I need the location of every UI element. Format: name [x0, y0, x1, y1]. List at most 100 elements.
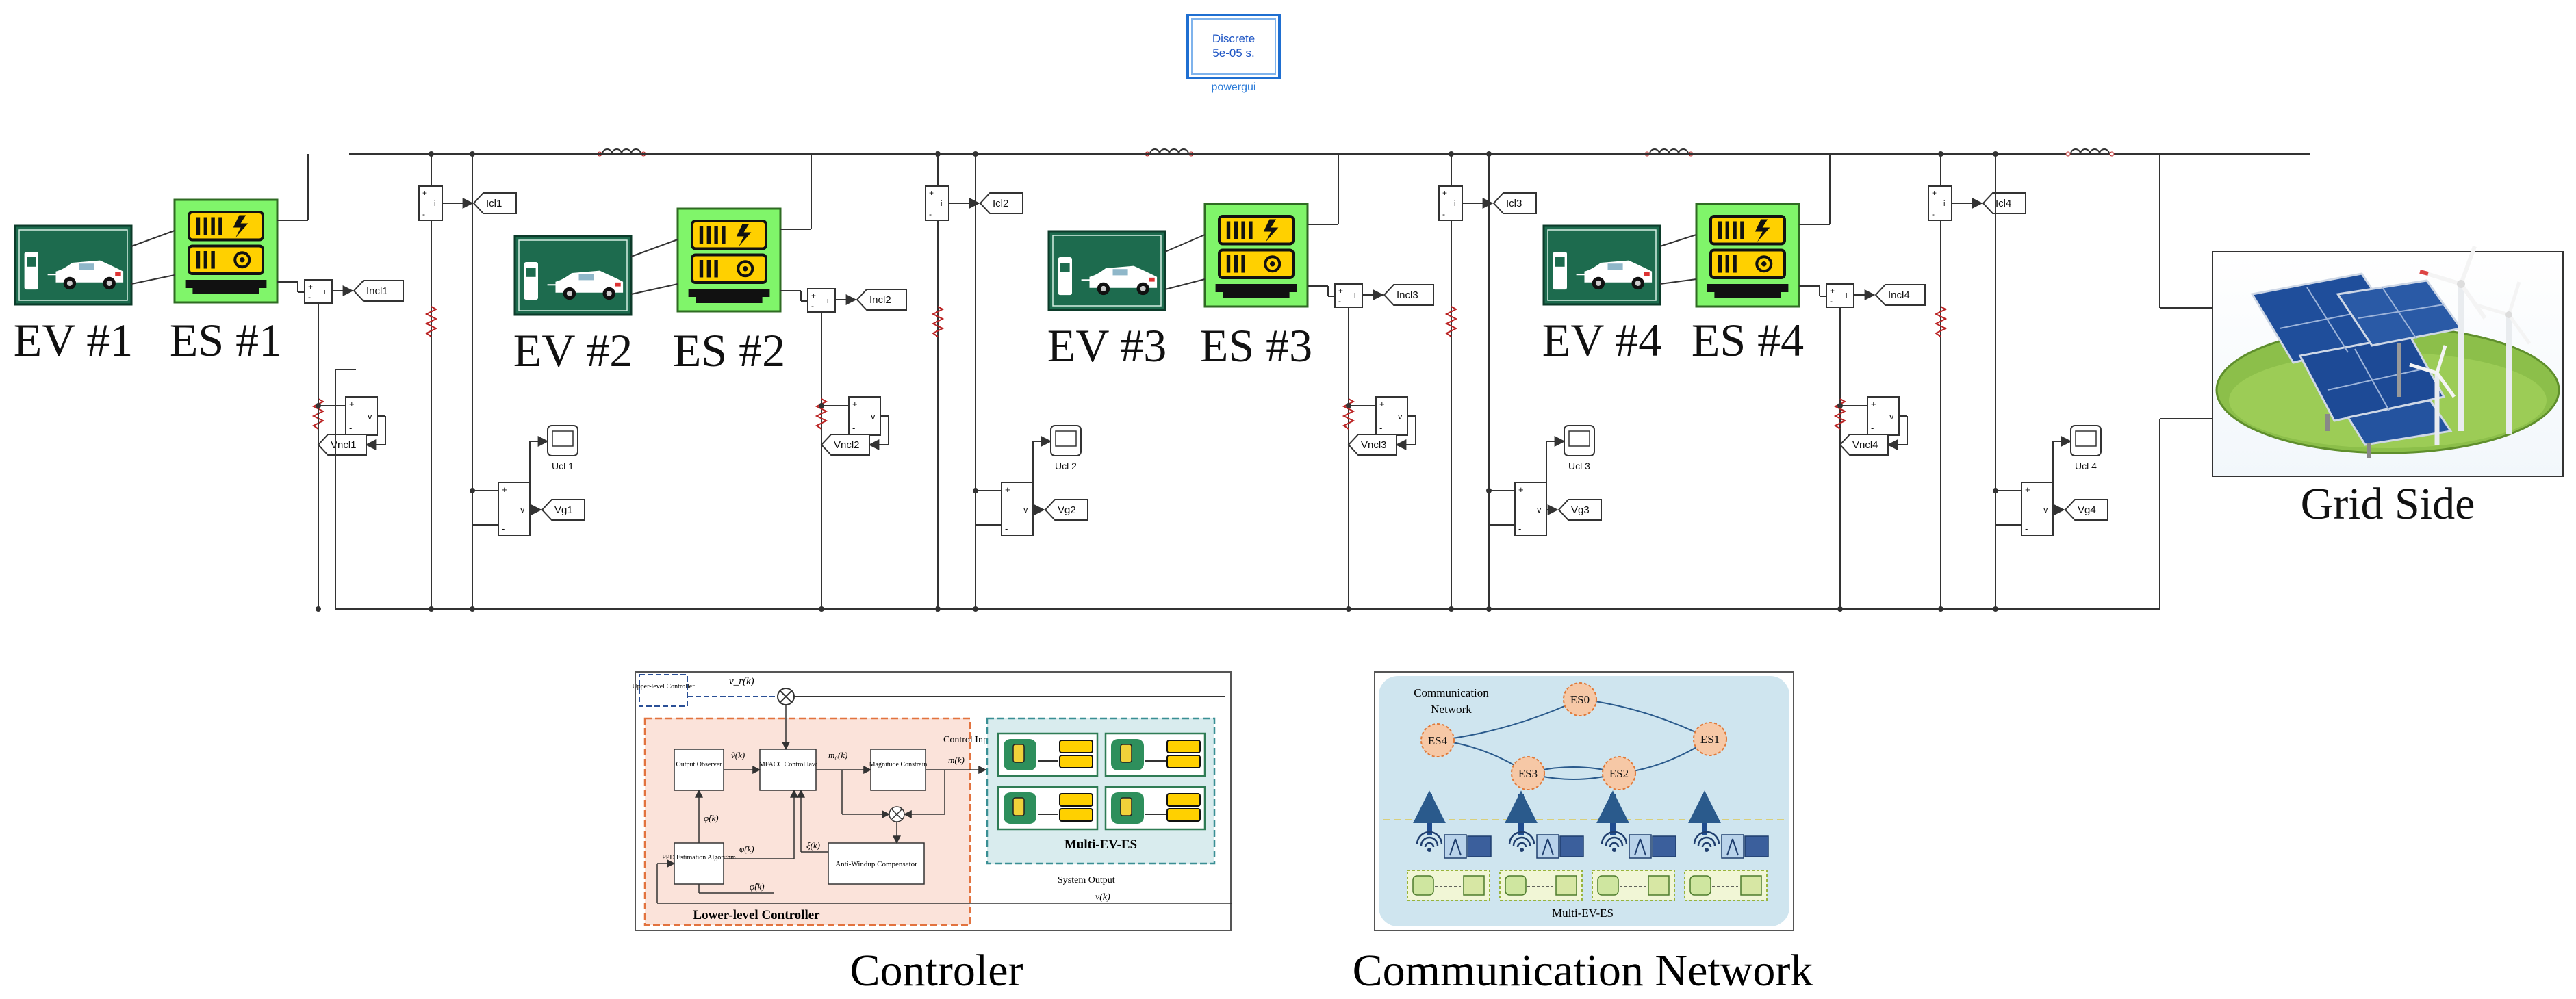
svg-text:-: - [1338, 296, 1341, 306]
vncl-2-sensor[interactable]: +-v [848, 396, 881, 436]
incl-3-goto[interactable]: Incl3 [1383, 284, 1434, 306]
svg-text:+: + [1518, 484, 1524, 495]
comm-node-es4[interactable]: ES4 [1420, 723, 1455, 757]
controller-caption: Controler [850, 946, 1023, 996]
svg-text:-: - [1932, 209, 1935, 219]
resistor-4 [1934, 287, 1948, 356]
svg-text:i: i [1454, 200, 1455, 208]
incl-1-sensor[interactable]: +-i [304, 279, 333, 304]
es-4-icon[interactable] [1695, 203, 1800, 308]
antiwindup-block [828, 842, 925, 885]
es-2-icon[interactable] [676, 207, 782, 313]
vg-2-sensor[interactable]: +-v [1001, 482, 1034, 536]
svg-text:i: i [434, 200, 435, 208]
vncl-3-goto[interactable]: Vncl3 [1347, 434, 1397, 456]
powergui-sample-time: 5e-05 s. [1212, 47, 1254, 60]
output-observer-block [674, 749, 724, 791]
vg-1-goto[interactable]: Vg1 [541, 499, 585, 521]
vncl-2-goto[interactable]: Vncl2 [820, 434, 870, 456]
es-1-label: ES #1 [170, 314, 282, 366]
comm-node-label: ES1 [1700, 733, 1720, 746]
icl-1-sensor[interactable]: +-i [418, 185, 443, 221]
magnitude-label: Magnitude Constrain [869, 761, 928, 768]
ucl-2-scope[interactable]: Ucl 2 [1050, 425, 1082, 471]
es-3-icon[interactable] [1203, 203, 1309, 308]
icl-4-goto-label: Icl4 [1995, 198, 2011, 209]
inductor-3 [1644, 148, 1694, 157]
multi-ev-es-tile-2 [1104, 732, 1206, 777]
es-4-label: ES #4 [1692, 314, 1804, 366]
controller-figure: Upper-level Controller v_r(k) Lower-leve… [632, 671, 1232, 996]
incl-1-goto-label: Incl1 [366, 285, 388, 297]
vncl-1-goto-label: Vncl1 [331, 439, 357, 451]
ev-1-label: EV #1 [14, 314, 133, 366]
vk-signal: v(k) [1095, 892, 1110, 903]
ucl-1-scope[interactable]: Ucl 1 [547, 425, 578, 471]
ucl-4-scope[interactable]: Ucl 4 [2070, 425, 2102, 471]
icl-4-goto[interactable]: Icl4 [1982, 192, 2026, 214]
incl-2-goto[interactable]: Incl2 [856, 289, 907, 311]
vncl-3-goto-label: Vncl3 [1361, 439, 1387, 451]
svg-text:+: + [2025, 484, 2030, 495]
svg-text:+: + [1005, 484, 1010, 495]
incl-3-sensor[interactable]: +-i [1334, 283, 1363, 308]
grid-side-block[interactable]: Grid Side [2122, 153, 2564, 609]
comm-node-es0[interactable]: ES0 [1563, 682, 1597, 716]
vg-4-goto[interactable]: Vg4 [2064, 499, 2108, 521]
comm-title-line1: Communication [1414, 686, 1489, 699]
svg-text:-: - [1005, 523, 1008, 534]
icl-3-goto[interactable]: Icl3 [1492, 192, 1537, 214]
vncl-3-sensor[interactable]: +-v [1375, 396, 1408, 436]
vncl-1-sensor[interactable]: +-v [345, 396, 378, 436]
system-output-label: System Output [1058, 875, 1115, 885]
svg-text:i: i [941, 200, 942, 208]
ucl-2-scope-label: Ucl 2 [1055, 460, 1077, 471]
incl-2-sensor[interactable]: +-i [807, 288, 836, 313]
vg-2-goto[interactable]: Vg2 [1044, 499, 1088, 521]
multi-ev-es-tile-3 [997, 786, 1099, 831]
icl-2-goto[interactable]: Icl2 [979, 192, 1023, 214]
comm-node-es2[interactable]: ES2 [1602, 756, 1636, 790]
incl-4-sensor[interactable]: +-i [1826, 283, 1854, 308]
svg-text:v: v [871, 411, 876, 421]
powergui-block[interactable]: Discrete 5e-05 s. powergui [1186, 14, 1281, 93]
ev-3-icon[interactable] [1047, 230, 1166, 311]
inductor-1 [597, 148, 646, 157]
ev-4-icon[interactable] [1542, 224, 1661, 306]
icl-1-goto[interactable]: Icl1 [472, 192, 517, 214]
ucl-1-scope-label: Ucl 1 [552, 460, 574, 471]
phi3-signal: φ̂(k) [750, 881, 765, 892]
vg-3-sensor[interactable]: +-v [1514, 482, 1547, 536]
vg-4-sensor[interactable]: +-v [2021, 482, 2054, 536]
vr-signal: v_r(k) [729, 676, 754, 687]
ucl-3-scope-label: Ucl 3 [1568, 460, 1590, 471]
comm-node-es1[interactable]: ES1 [1693, 722, 1727, 756]
vncl-1-goto[interactable]: Vncl1 [317, 434, 367, 456]
icl-2-sensor[interactable]: +-i [925, 185, 949, 221]
vncl-4-sensor[interactable]: +-v [1867, 396, 1900, 436]
svg-text:-: - [1830, 296, 1833, 306]
icl-2-goto-label: Icl2 [993, 198, 1008, 209]
incl-2-goto-label: Incl2 [869, 294, 891, 306]
comm-unit-4 [1684, 831, 1769, 901]
es-1-icon[interactable] [173, 198, 279, 304]
vhat-signal: v̂(k) [731, 750, 745, 760]
incl-1-goto[interactable]: Incl1 [353, 280, 404, 302]
vncl-4-goto[interactable]: Vncl4 [1839, 434, 1889, 456]
incl-4-goto[interactable]: Incl4 [1874, 284, 1926, 306]
comm-node-label: ES3 [1518, 767, 1538, 780]
vg-3-goto[interactable]: Vg3 [1557, 499, 1602, 521]
ev-1-icon[interactable] [14, 224, 133, 306]
grid-side-label: Grid Side [2301, 479, 2475, 529]
icl-4-sensor[interactable]: +-i [1928, 185, 1952, 221]
vg-1-goto-label: Vg1 [554, 504, 573, 516]
ucl-3-scope[interactable]: Ucl 3 [1564, 425, 1595, 471]
comm-node-es3[interactable]: ES3 [1511, 756, 1545, 790]
icl-3-sensor[interactable]: +-i [1438, 185, 1463, 221]
ev-2-icon[interactable] [513, 235, 633, 316]
vg-1-sensor[interactable]: +-v [498, 482, 531, 536]
